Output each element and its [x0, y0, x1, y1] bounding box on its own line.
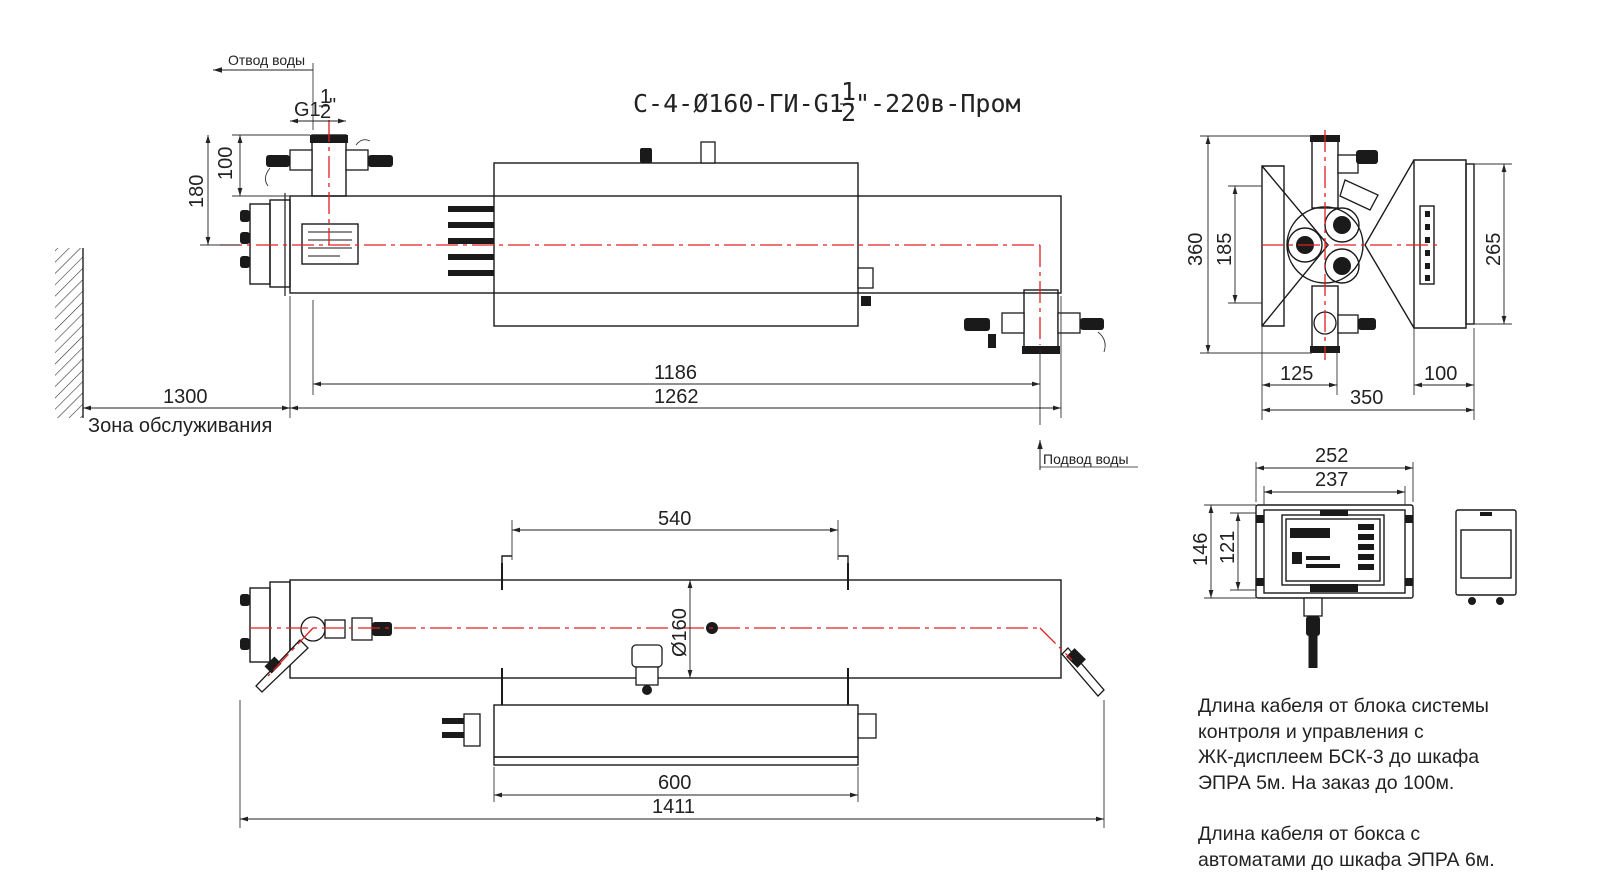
- dim-125: 125: [1280, 363, 1313, 385]
- dim-180: 180: [186, 175, 208, 208]
- title-frac-den: 2: [841, 98, 856, 127]
- dim-100-top: 100: [215, 147, 237, 180]
- note-line: Длина кабеля от бокса с: [1198, 823, 1421, 845]
- side-view: [1261, 130, 1475, 360]
- dim-1186: 1186: [654, 362, 697, 384]
- svg-text:2: 2: [320, 101, 331, 123]
- dim-350: 350: [1350, 387, 1383, 409]
- dim-1300: 1300: [163, 386, 208, 408]
- control-box-dimensions: 252 237 146 121: [1190, 445, 1414, 599]
- note-cable-control: Длина кабеля от блока системы контроля и…: [1198, 694, 1593, 796]
- note-line: ЭПРА 5м. На заказ до 100м.: [1198, 771, 1455, 794]
- control-box: [1255, 504, 1517, 668]
- side-view-dimensions: 360 185 265 125 100 350: [1185, 135, 1512, 420]
- dim-146: 146: [1190, 533, 1212, 566]
- dim-diameter: Ø160: [669, 608, 691, 657]
- dim-252: 252: [1315, 445, 1348, 467]
- dim-185: 185: [1214, 233, 1236, 266]
- bottom-view-dimensions: 540 Ø160 600 1411: [239, 508, 1105, 828]
- title-suffix: "-220в-Пром: [855, 89, 1021, 118]
- outlet-label-group: Отвод воды G1 1 2 ": [213, 52, 346, 130]
- dim-600: 600: [658, 772, 691, 794]
- note-line: ЖК-дисплеем БСК-3 до шкафа: [1198, 746, 1480, 768]
- end-cap-left: [269, 199, 291, 288]
- dim-1411: 1411: [652, 796, 695, 818]
- dim-265: 265: [1483, 233, 1505, 266]
- dim-237: 237: [1315, 469, 1348, 491]
- dim-121: 121: [1217, 531, 1239, 564]
- wall-hatch: [55, 248, 84, 418]
- label-plate: [301, 223, 359, 265]
- note-cable-box: Длина кабеля от бокса с автоматами до шк…: [1198, 822, 1593, 873]
- inlet-label-group: Подвод воды: [1037, 440, 1138, 470]
- lamp-connectors: [249, 203, 271, 285]
- top-view: [220, 120, 1106, 354]
- svg-text:": ": [329, 95, 336, 117]
- service-zone-label: Зона обслуживания: [88, 415, 272, 437]
- svg-text:1: 1: [320, 86, 331, 108]
- inlet-label: Подвод воды: [1043, 451, 1129, 467]
- ballast-housing-bottom: [493, 704, 859, 758]
- note-line: контроля и управления с: [1198, 720, 1424, 743]
- note-line: автоматами до шкафа ЭПРА 6м.: [1198, 848, 1495, 871]
- dim-360: 360: [1185, 233, 1207, 266]
- dim-1262: 1262: [654, 386, 699, 408]
- bottom-view: [240, 555, 1105, 766]
- cable-glands-top: [448, 206, 494, 276]
- title-main: С-4-Ø160-ГИ-G1: [633, 89, 844, 118]
- inlet-pipe: [964, 289, 1106, 354]
- note-line: Длина кабеля от блока системы: [1198, 695, 1489, 717]
- title-frac-num: 1: [841, 77, 856, 106]
- outlet-label: Отвод воды: [228, 52, 305, 68]
- drawing-title: С-4-Ø160-ГИ-G1 1 2 "-220в-Пром: [633, 77, 1021, 127]
- dim-100-side: 100: [1424, 363, 1457, 385]
- thread-label: G1: [294, 99, 321, 121]
- top-view-dimensions: 100 180 1186 1262 1300 Зона обслуживания: [83, 134, 1062, 437]
- dim-540: 540: [658, 508, 691, 530]
